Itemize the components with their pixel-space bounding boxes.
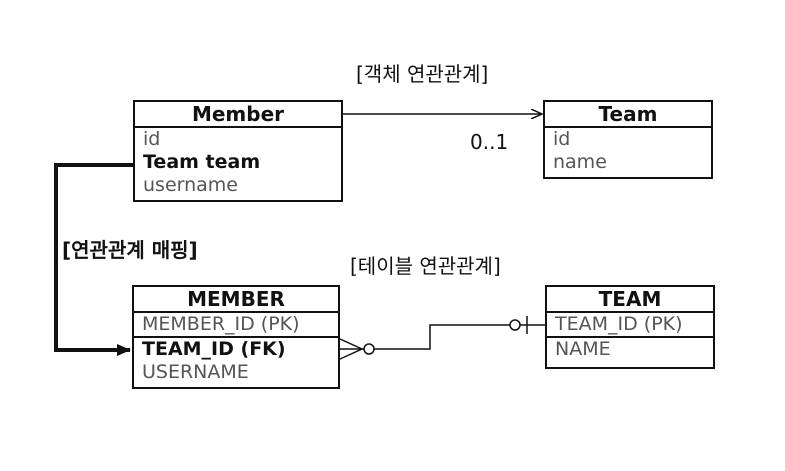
team-table-col-name: NAME (555, 338, 611, 360)
zero-circle-member-icon (363, 343, 375, 355)
multiplicity-label: 0..1 (470, 130, 509, 154)
team-entity-field-id: id (553, 128, 571, 150)
member-table-box: MEMBER MEMBER_ID (PK) TEAM_ID (FK) USERN… (132, 285, 340, 389)
table-relation-label: [테이블 연관관계] (350, 254, 501, 278)
member-table-col-member-id: MEMBER_ID (PK) (134, 313, 338, 338)
member-entity-field-username: username (143, 174, 238, 196)
team-table-box: TEAM TEAM_ID (PK) NAME (545, 285, 715, 369)
mapping-label: [연관관계 매핑] (62, 238, 198, 262)
member-table-col-team-id: TEAM_ID (FK) (142, 338, 286, 360)
object-relation-label: [객체 연관관계] (356, 62, 489, 86)
team-table-title: TEAM (547, 287, 713, 313)
member-entity-title: Member (135, 102, 341, 128)
member-entity-box: Member id Team team username (133, 100, 343, 202)
zero-circle-team-icon (509, 319, 521, 331)
member-table-col-username: USERNAME (142, 361, 249, 383)
mapping-arrow (54, 163, 135, 356)
team-entity-field-name: name (553, 151, 607, 173)
member-table-title: MEMBER (134, 287, 338, 313)
team-entity-title: Team (545, 102, 711, 128)
member-entity-field-team: Team team (143, 151, 261, 173)
member-entity-field-id: id (143, 128, 161, 150)
crows-foot-icon (339, 338, 364, 360)
table-relation-line (340, 324, 545, 350)
team-entity-box: Team id name (543, 100, 713, 179)
team-table-col-team-id: TEAM_ID (PK) (547, 313, 713, 338)
